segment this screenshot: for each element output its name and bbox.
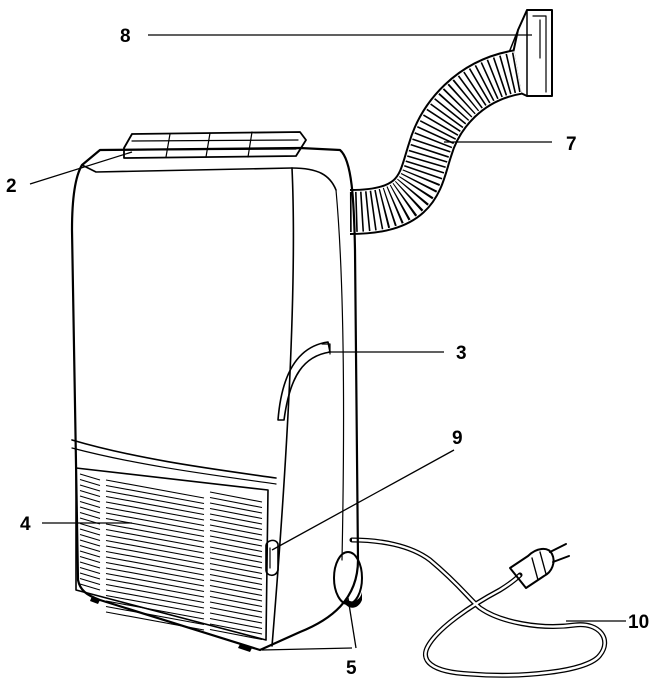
power-plug xyxy=(509,543,570,589)
grille-slat xyxy=(209,529,263,542)
leader-9 xyxy=(271,449,455,551)
callout-labels: 2 3 4 5 7 8 9 10 xyxy=(6,26,649,679)
grille-slat xyxy=(209,579,263,591)
grille-slat xyxy=(105,589,205,609)
callout-3: 3 xyxy=(456,343,467,364)
grille-slat xyxy=(209,491,263,503)
grille-slat xyxy=(79,511,101,520)
grille-slat xyxy=(105,567,205,587)
grille-slat xyxy=(79,478,101,487)
grille-slat xyxy=(79,522,101,531)
control-panel xyxy=(123,131,307,159)
grille-slat xyxy=(105,578,205,598)
grille-slat xyxy=(105,528,205,549)
grille-slat xyxy=(79,550,101,558)
exhaust-hose xyxy=(349,49,523,235)
grille-slat xyxy=(209,617,263,630)
air-grille xyxy=(75,467,269,641)
grille-slat xyxy=(209,595,263,608)
grille-slat xyxy=(79,566,101,575)
grille-slat xyxy=(79,528,101,536)
grille-slat xyxy=(209,590,263,602)
grille-slat xyxy=(105,611,205,631)
grille-slat xyxy=(79,555,101,564)
grille-slat xyxy=(209,612,263,624)
grille-slat xyxy=(79,500,101,509)
callout-7: 7 xyxy=(566,134,577,155)
grille-slat xyxy=(209,546,263,558)
grille-slat xyxy=(105,534,205,554)
grille-slat xyxy=(105,506,205,527)
grille-slat xyxy=(105,495,205,516)
leader-lines xyxy=(29,34,626,651)
grille-slat xyxy=(209,584,263,597)
grille-slat xyxy=(105,600,205,620)
callout-5: 5 xyxy=(346,658,357,679)
leader-2 xyxy=(29,151,133,185)
side-filter xyxy=(265,539,279,577)
grille-slat xyxy=(209,568,263,580)
grille-slat xyxy=(105,479,205,499)
grille-slat xyxy=(209,524,263,536)
grille-slat xyxy=(79,533,101,542)
grille-slat xyxy=(79,544,101,553)
callout-9: 9 xyxy=(452,428,463,449)
grille-slat xyxy=(79,506,101,514)
grille-slat xyxy=(209,557,263,569)
grille-slat xyxy=(105,490,205,510)
grille-slat xyxy=(209,573,263,586)
grille-slat xyxy=(79,473,101,481)
grille-slat xyxy=(79,539,101,547)
callout-2: 2 xyxy=(6,176,17,197)
grille-slat xyxy=(79,484,101,492)
grille-slat xyxy=(105,517,205,538)
carry-handle xyxy=(277,341,331,421)
grille-slat xyxy=(209,562,263,575)
grille-slat xyxy=(209,601,263,613)
grille-slat xyxy=(105,583,205,604)
leader-5a xyxy=(261,647,353,651)
callout-10: 10 xyxy=(628,612,649,633)
grille-slat xyxy=(105,550,205,571)
callout-8: 8 xyxy=(120,26,131,47)
grille-slat xyxy=(209,606,263,619)
power-cord xyxy=(349,537,608,678)
grille-slat xyxy=(209,623,263,635)
grille-slat xyxy=(79,572,101,580)
grille-slat xyxy=(209,518,263,531)
grille-slat xyxy=(79,495,101,503)
grille-slat xyxy=(209,507,263,520)
unit-body xyxy=(70,146,360,652)
callout-4: 4 xyxy=(20,514,31,535)
grille-slat xyxy=(209,513,263,525)
grille-slat xyxy=(105,484,205,505)
grille-slat xyxy=(105,523,205,543)
grille-slat xyxy=(79,489,101,498)
grille-slat xyxy=(105,561,205,582)
grille-slat xyxy=(79,577,101,586)
grille-slat xyxy=(209,502,263,514)
grille-slat xyxy=(209,551,263,564)
grille-slat xyxy=(105,545,205,565)
grille-slat xyxy=(209,496,263,509)
grille-slat xyxy=(105,605,205,626)
grille-slat xyxy=(105,512,205,532)
grille-slat xyxy=(209,540,263,553)
grille-slat xyxy=(105,501,205,521)
grille-slat xyxy=(79,561,101,569)
grille-slat xyxy=(209,628,263,641)
grille-slat xyxy=(209,535,263,547)
leader-5b xyxy=(347,597,357,649)
grille-slat xyxy=(105,594,205,615)
grille-slat xyxy=(79,583,101,591)
grille-slat xyxy=(105,539,205,560)
grille-slat xyxy=(105,556,205,576)
grille-slat xyxy=(105,572,205,593)
